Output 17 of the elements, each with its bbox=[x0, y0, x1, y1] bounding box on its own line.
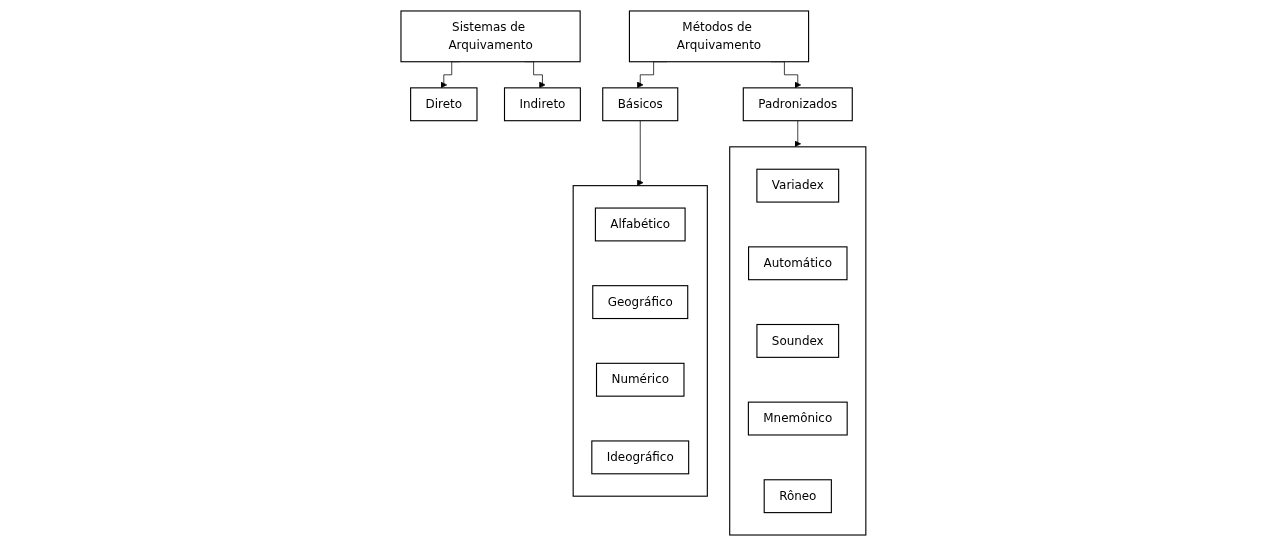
node-box: Sistemas de Arquivamento bbox=[400, 10, 581, 63]
node-box: Rôneo bbox=[763, 479, 832, 514]
node-box: Numérico bbox=[595, 362, 685, 397]
node-box: Alfabético bbox=[594, 207, 686, 242]
node-box: Direto bbox=[409, 87, 478, 122]
node-box: Indireto bbox=[503, 87, 581, 122]
node-box: Métodos de Arquivamento bbox=[628, 10, 809, 63]
node-box: Padronizados bbox=[742, 87, 853, 122]
node-box: Básicos bbox=[601, 87, 678, 122]
node-box: Soundex bbox=[755, 323, 839, 358]
node-box: Geográfico bbox=[591, 285, 688, 320]
cluster bbox=[728, 146, 866, 536]
node-box: Variadex bbox=[755, 168, 839, 203]
cluster bbox=[572, 185, 708, 497]
node-box: Ideográfico bbox=[590, 440, 689, 475]
node-box: Mnemônico bbox=[747, 401, 848, 436]
node-box: Automático bbox=[747, 246, 848, 281]
